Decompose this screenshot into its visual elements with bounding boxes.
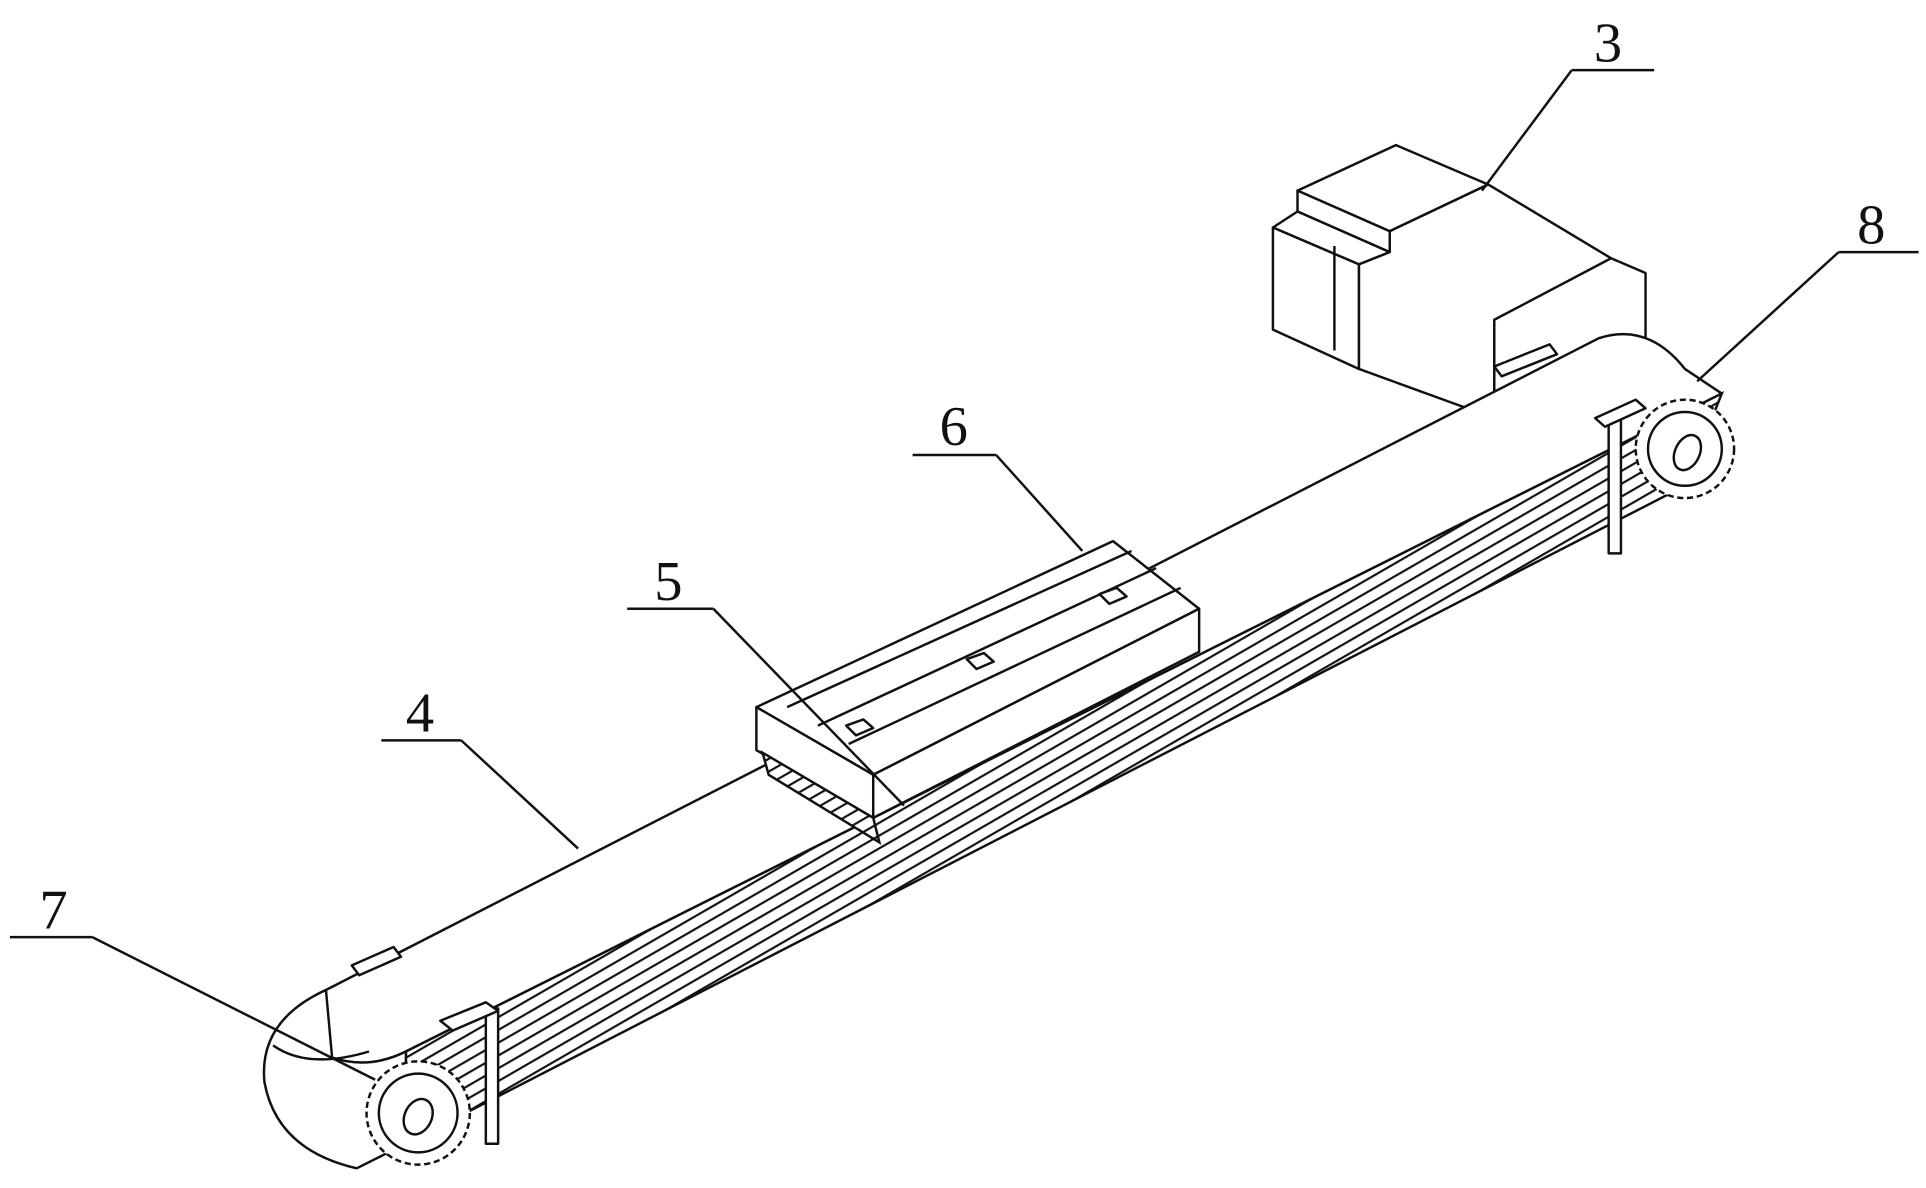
left-pulley	[350, 945, 500, 1166]
label-8: 8	[1857, 195, 1885, 257]
right-pulley	[1493, 343, 1736, 555]
label-5: 5	[654, 551, 682, 613]
label-3: 3	[1594, 12, 1622, 74]
label-7: 7	[39, 880, 67, 942]
label-6: 6	[940, 396, 968, 458]
slider-block	[755, 539, 1201, 846]
belt-teeth-side	[404, 390, 1725, 1146]
label-4: 4	[406, 683, 434, 745]
belt-clamp	[760, 750, 882, 846]
callouts: 3 4 5 6 7 8	[9, 12, 1919, 1081]
